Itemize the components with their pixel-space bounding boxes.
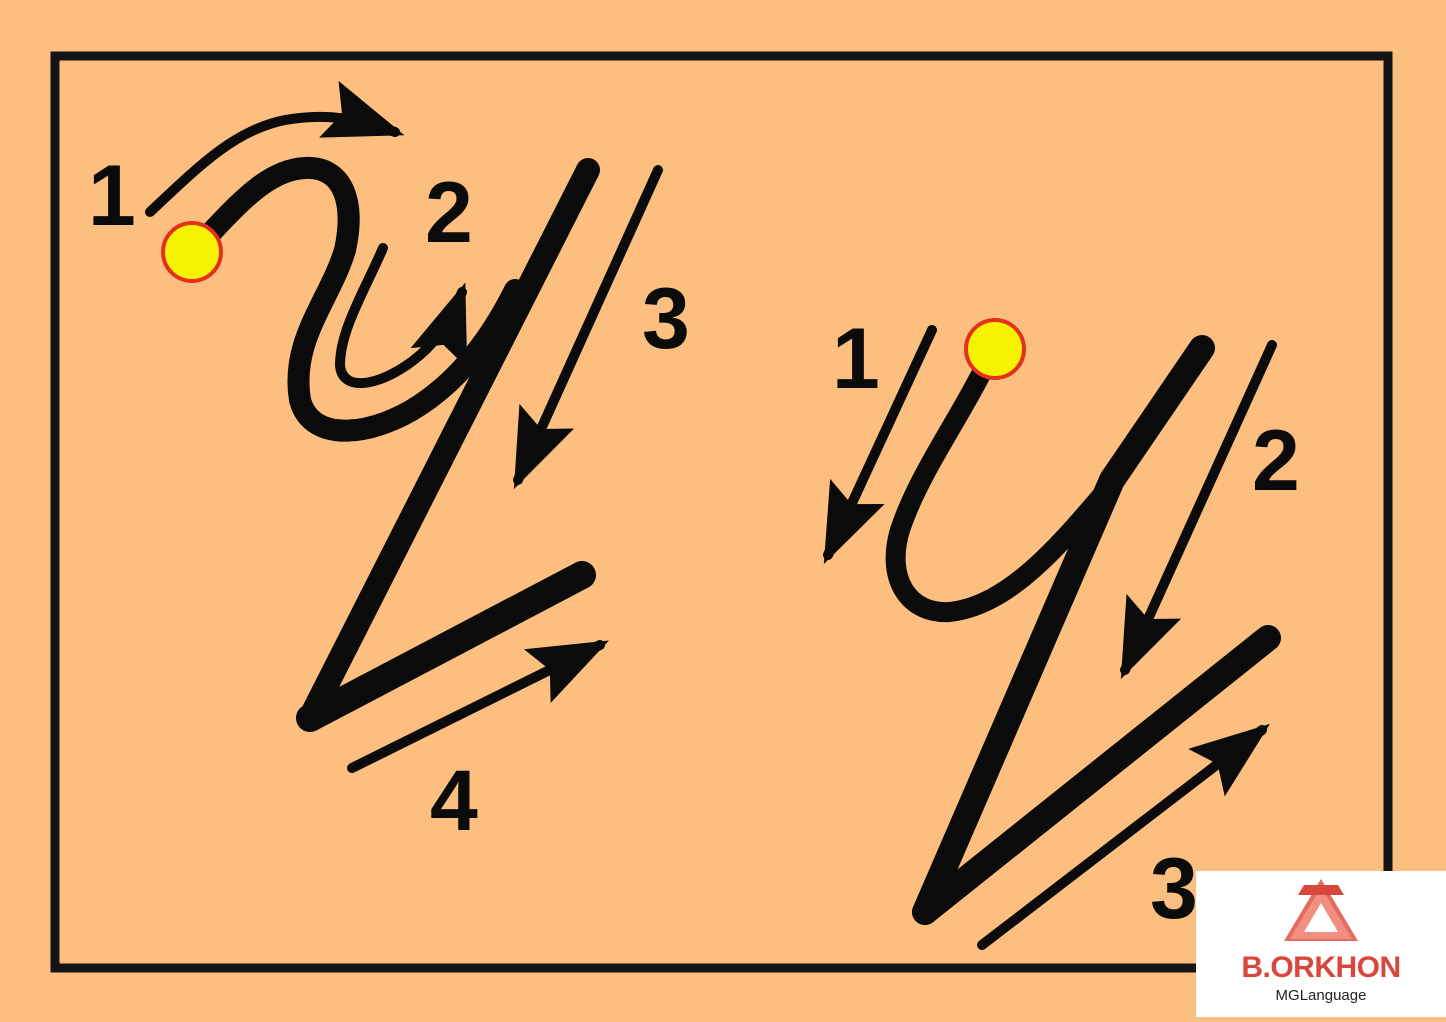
right-step-label-2: 2: [1252, 413, 1300, 509]
left-letter-tail-stroke: [296, 561, 596, 732]
right-letter: 1 2 3: [823, 311, 1300, 950]
left-arrow-1: [145, 80, 405, 217]
left-start-dot: [161, 221, 223, 283]
left-arrow-4: [347, 640, 609, 773]
channel-logo: B.ORKHON MGLanguage: [1196, 871, 1446, 1017]
left-step-label-3: 3: [642, 271, 690, 367]
left-letter-stem-stroke: [298, 158, 600, 730]
diagram-frame: [50, 51, 1393, 973]
left-step-label-4: 4: [430, 753, 478, 849]
right-start-dot: [964, 318, 1026, 380]
left-step-label-1: 1: [88, 148, 136, 244]
logo-name: B.ORKHON: [1241, 951, 1401, 984]
right-letter-hook-stroke: [885, 340, 1125, 623]
left-letter-hook-stroke: [181, 157, 526, 442]
right-step-label-1: 1: [832, 311, 880, 407]
right-step-label-3: 3: [1150, 841, 1198, 937]
right-letter-tail-stroke: [912, 625, 1281, 925]
triangle-logo-icon: [1284, 879, 1358, 941]
right-arrow-2: [1120, 340, 1277, 680]
left-arrow-2: [334, 243, 468, 388]
left-step-label-2: 2: [425, 165, 473, 261]
right-arrow-1: [823, 325, 937, 565]
logo-tagline: MGLanguage: [1275, 987, 1367, 1004]
left-arrow-3: [513, 165, 663, 490]
right-letter-stem-stroke: [912, 335, 1215, 925]
right-arrow-3: [977, 723, 1270, 950]
left-letter: 1 2 3 4: [88, 80, 690, 849]
